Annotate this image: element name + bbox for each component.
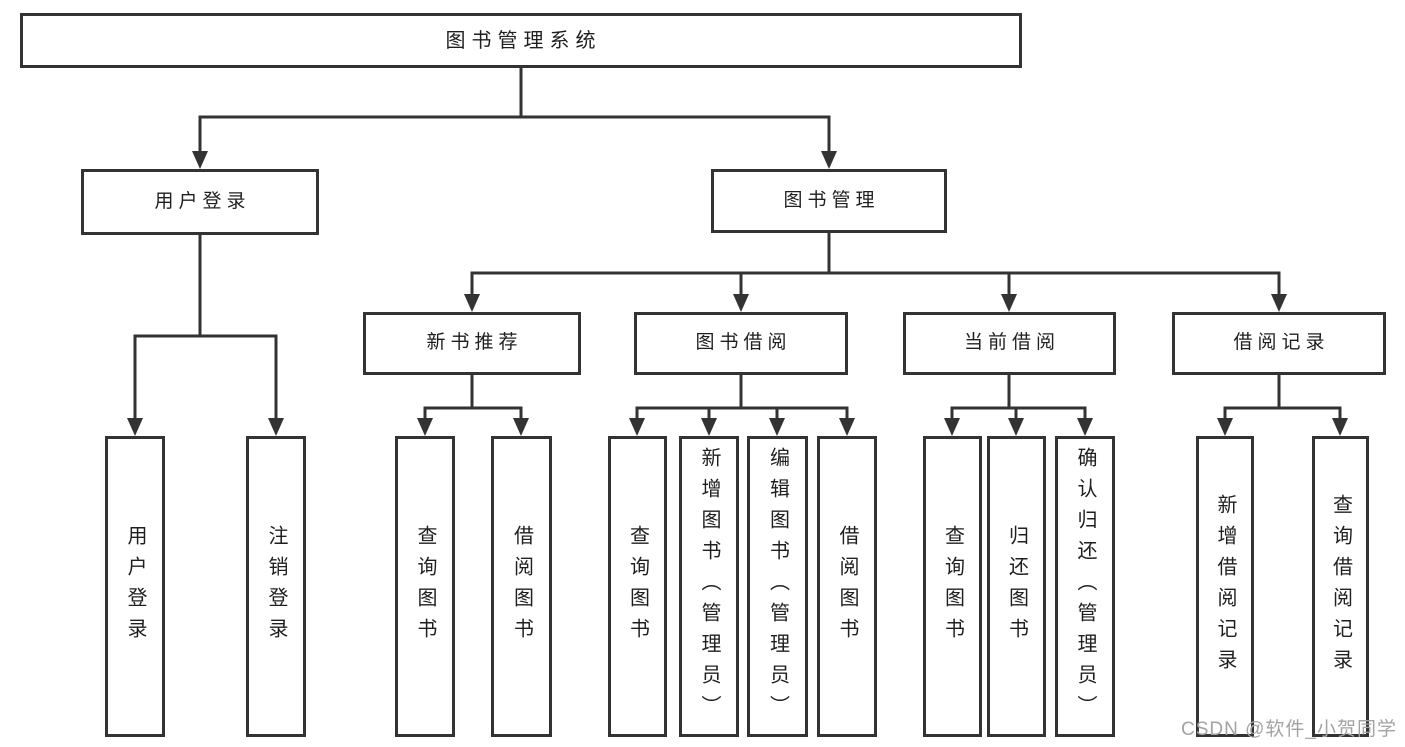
node-user-login-label: 用户登录 xyxy=(154,190,251,212)
leaf-borrow-query-books-label: 查询图书 xyxy=(626,524,649,649)
leaf-current-return-books-label: 归还图书 xyxy=(1005,524,1028,649)
arrowhead-to-leaf-user-login xyxy=(127,418,143,436)
node-book-borrow: 图书借阅 xyxy=(634,312,848,375)
connector-root-to-level2 xyxy=(198,66,831,154)
leaf-current-confirm-return-admin: 确认归还（管理员） xyxy=(1055,436,1115,737)
arrowhead-to-book-borrow xyxy=(733,294,749,312)
leaf-current-return-books: 归还图书 xyxy=(987,436,1046,737)
arrowhead-to-rec-borrow-books xyxy=(513,418,529,436)
leaf-borrow-edit-books-admin: 编辑图书（管理员） xyxy=(747,436,808,737)
leaf-rec-query-books: 查询图书 xyxy=(395,436,455,737)
arrowhead-to-current-query-books xyxy=(944,418,960,436)
node-book-management: 图书管理 xyxy=(711,169,947,233)
connector-book-borrow-to-leaves xyxy=(635,373,849,421)
csdn-watermark: CSDN @软件_小贺同学 xyxy=(1181,719,1397,740)
arrowhead-to-current-return-books xyxy=(1008,418,1024,436)
node-borrow-records: 借阅记录 xyxy=(1172,312,1386,375)
leaf-user-login-label: 用户登录 xyxy=(124,524,146,649)
arrowhead-to-borrow-query-books xyxy=(629,418,645,436)
leaf-logout-login: 注销登录 xyxy=(246,436,306,737)
node-root: 图书管理系统 xyxy=(20,13,1022,68)
node-book-borrow-label: 图书借阅 xyxy=(695,332,792,354)
arrowhead-to-new-book-recommend xyxy=(464,294,480,312)
connector-book-management-to-level3 xyxy=(470,231,1281,297)
node-current-borrow-label: 当前借阅 xyxy=(963,332,1060,354)
connector-user-login-to-leaves xyxy=(133,233,278,421)
leaf-rec-query-books-label: 查询图书 xyxy=(414,524,436,649)
node-book-management-label: 图书管理 xyxy=(783,189,880,211)
leaf-user-login: 用户登录 xyxy=(105,436,165,737)
arrowhead-to-leaf-logout xyxy=(268,418,284,436)
leaf-borrow-query-books: 查询图书 xyxy=(608,436,667,737)
leaf-rec-borrow-books: 借阅图书 xyxy=(491,436,552,737)
leaf-rec-borrow-books-label: 借阅图书 xyxy=(510,524,533,649)
arrowhead-to-records-query xyxy=(1332,418,1348,436)
leaf-records-add-borrow-record-label: 新增借阅记录 xyxy=(1214,493,1236,680)
leaf-current-query-books-label: 查询图书 xyxy=(941,524,964,649)
arrowhead-to-borrow-add-books xyxy=(701,418,717,436)
arrowhead-to-borrow-records xyxy=(1271,294,1287,312)
leaf-borrow-edit-books-admin-label: 编辑图书（管理员） xyxy=(766,447,789,726)
node-root-label: 图书管理系统 xyxy=(445,29,602,52)
leaf-records-query-borrow-record-label: 查询借阅记录 xyxy=(1329,493,1352,680)
arrowhead-to-borrow-edit-books xyxy=(769,418,785,436)
leaf-borrow-borrow-books: 借阅图书 xyxy=(817,436,877,737)
connector-new-book-recommend-to-leaves xyxy=(423,373,523,421)
arrowhead-to-book-management xyxy=(821,151,837,169)
leaf-records-query-borrow-record: 查询借阅记录 xyxy=(1312,436,1369,737)
node-new-book-recommend: 新书推荐 xyxy=(363,312,581,375)
node-borrow-records-label: 借阅记录 xyxy=(1233,332,1330,354)
leaf-current-confirm-return-admin-label: 确认归还（管理员） xyxy=(1074,447,1096,726)
leaf-records-add-borrow-record: 新增借阅记录 xyxy=(1196,436,1254,737)
leaf-logout-login-label: 注销登录 xyxy=(265,524,287,649)
arrowhead-to-records-add xyxy=(1217,418,1233,436)
connector-current-borrow-to-leaves xyxy=(950,373,1087,421)
arrowhead-to-current-borrow xyxy=(1001,294,1017,312)
node-new-book-recommend-label: 新书推荐 xyxy=(426,332,523,354)
leaf-borrow-borrow-books-label: 借阅图书 xyxy=(836,524,858,649)
node-user-login: 用户登录 xyxy=(81,169,319,235)
node-current-borrow: 当前借阅 xyxy=(903,312,1116,375)
connector-borrow-records-to-leaves xyxy=(1223,373,1342,421)
arrowhead-to-borrow-borrow-books xyxy=(839,418,855,436)
leaf-borrow-add-books-admin: 新增图书（管理员） xyxy=(679,436,739,737)
leaf-current-query-books: 查询图书 xyxy=(923,436,982,737)
arrowhead-to-rec-query-books xyxy=(417,418,433,436)
arrowhead-to-current-confirm-return xyxy=(1077,418,1093,436)
leaf-borrow-add-books-admin-label: 新增图书（管理员） xyxy=(698,447,720,726)
arrowhead-to-user-login xyxy=(192,151,208,169)
